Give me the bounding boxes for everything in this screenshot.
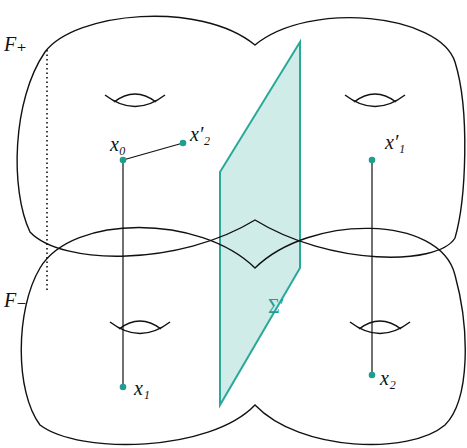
point-label: x₀ (110, 134, 126, 154)
point-label: x₁ (134, 378, 150, 398)
point-label: x₂ (380, 368, 396, 388)
surface-label: Σ′ (268, 296, 284, 316)
points (120, 140, 376, 391)
point-label: x′₁ (385, 132, 405, 152)
surface-top (17, 16, 465, 257)
point-label: x′₂ (190, 124, 210, 144)
handles (105, 94, 410, 334)
surface-bottom (21, 228, 465, 445)
paths (123, 143, 372, 387)
surface-name: F₊ (4, 34, 27, 54)
surface-name: F₋ (4, 290, 27, 310)
dotted-line (46, 50, 48, 292)
